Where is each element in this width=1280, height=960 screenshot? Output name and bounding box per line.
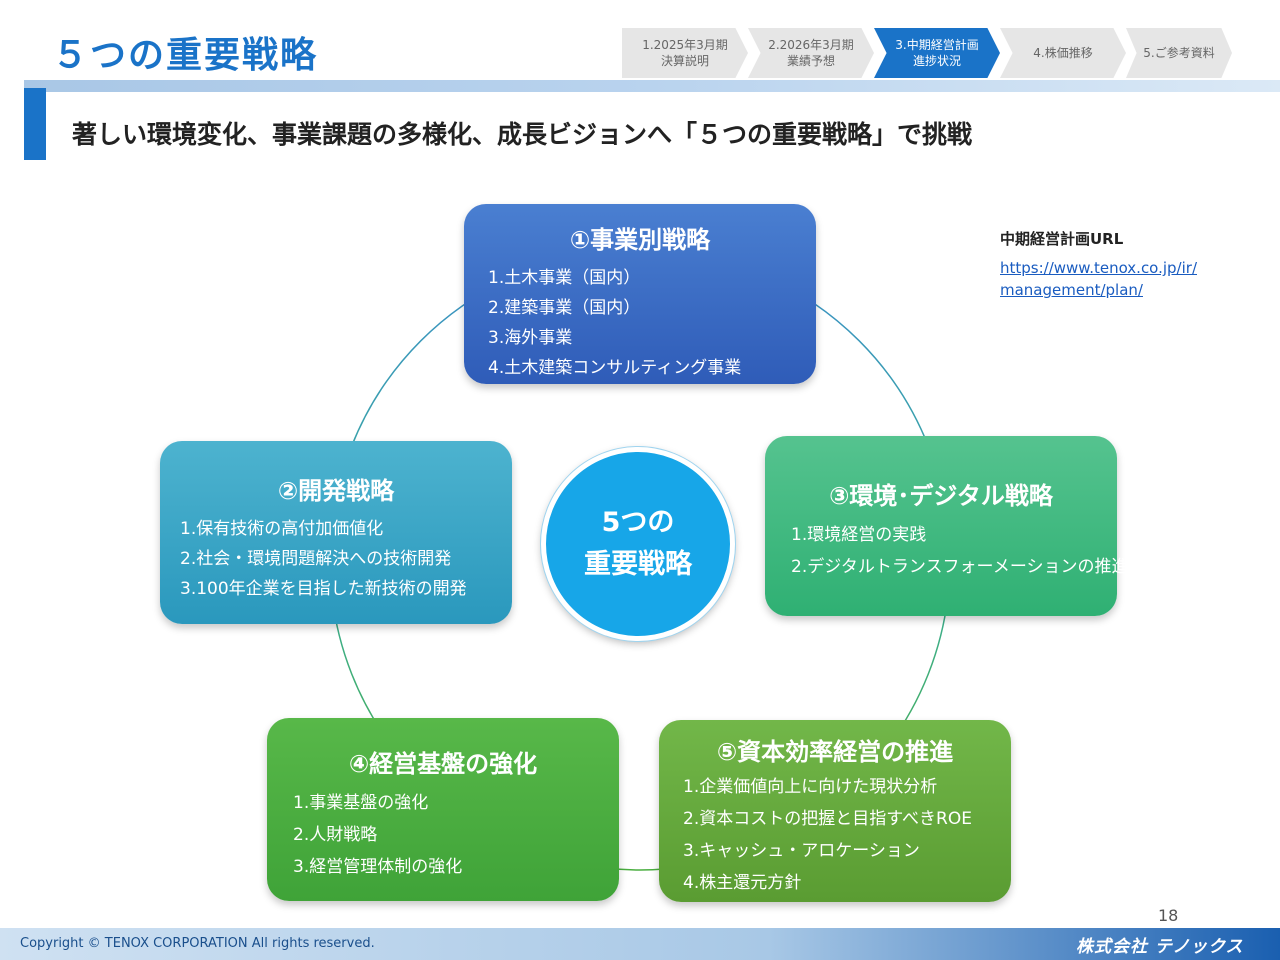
strategy-card-environment-digital: ③環境･デジタル戦略 1.環境経営の実践 2.デジタルトランスフォーメーションの… bbox=[765, 436, 1129, 616]
header-divider-bar bbox=[24, 80, 1280, 92]
nav-tab-label: 3.中期経営計画 bbox=[895, 38, 979, 52]
strategy-item: 1.土木事業（国内） bbox=[488, 268, 641, 288]
strategy-title: ③環境･デジタル戦略 bbox=[829, 482, 1053, 510]
page-number: 18 bbox=[1158, 906, 1179, 925]
nav-tab-label: 5.ご参考資料 bbox=[1143, 46, 1215, 60]
strategy-item: 2.デジタルトランスフォーメーションの推進 bbox=[791, 557, 1129, 577]
page-title: ５つの重要戦略 bbox=[52, 35, 319, 76]
nav-tab-label: 進捗状況 bbox=[912, 54, 961, 68]
strategy-item: 2.社会・環境問題解決への技術開発 bbox=[180, 549, 452, 569]
center-hub-label: 5つの bbox=[601, 507, 675, 538]
strategy-item: 1.事業基盤の強化 bbox=[293, 793, 429, 813]
strategy-items: 1.環境経営の実践 2.デジタルトランスフォーメーションの推進 bbox=[765, 519, 1129, 583]
nav-tab-label: 決算説明 bbox=[660, 54, 709, 68]
nav-tab-stock-price[interactable]: 4.株価推移 bbox=[1000, 28, 1126, 78]
strategy-card-business: ①事業別戦略 1.土木事業（国内） 2.建築事業（国内） 3.海外事業 4.土木… bbox=[464, 204, 816, 384]
strategy-items: 1.保有技術の高付加価値化 2.社会・環境問題解決への技術開発 3.100年企業… bbox=[160, 514, 512, 604]
center-hub-circle: 5つの 重要戦略 bbox=[541, 447, 735, 641]
strategy-item: 4.株主還元方針 bbox=[683, 873, 802, 893]
footer-bar bbox=[0, 928, 1280, 960]
nav-tab-forecast[interactable]: 2.2026年3月期 業績予想 bbox=[748, 28, 874, 78]
plan-url-link-line1[interactable]: https://www.tenox.co.jp/ir/ bbox=[1000, 259, 1197, 277]
section-nav: 1.2025年3月期 決算説明 2.2026年3月期 業績予想 3.中期経営計画… bbox=[622, 28, 1232, 78]
nav-tab-label: 1.2025年3月期 bbox=[642, 38, 728, 52]
subtitle-accent-bar bbox=[24, 88, 46, 160]
nav-tab-midterm-plan[interactable]: 3.中期経営計画 進捗状況 bbox=[874, 28, 1000, 78]
strategy-item: 1.環境経営の実践 bbox=[791, 525, 927, 545]
strategy-title: ①事業別戦略 bbox=[569, 226, 711, 254]
copyright-text: Copyright © TENOX CORPORATION All rights… bbox=[20, 936, 375, 951]
nav-tab-label: 業績予想 bbox=[786, 54, 835, 68]
nav-tab-label: 2.2026年3月期 bbox=[768, 38, 854, 52]
strategy-item: 3.経営管理体制の強化 bbox=[293, 857, 463, 877]
plan-url-label: 中期経営計画URL bbox=[1000, 230, 1124, 248]
center-hub-label: 重要戦略 bbox=[584, 549, 692, 580]
strategy-card-capital-efficiency: ⑤資本効率経営の推進 1.企業価値向上に向けた現状分析 2.資本コストの把握と目… bbox=[659, 720, 1011, 902]
strategy-card-management-foundation: ④経営基盤の強化 1.事業基盤の強化 2.人財戦略 3.経営管理体制の強化 bbox=[267, 718, 619, 901]
page-subtitle: 著しい環境変化、事業課題の多様化、成長ビジョンへ「５つの重要戦略」で挑戦 bbox=[72, 120, 973, 149]
strategy-items: 1.土木事業（国内） 2.建築事業（国内） 3.海外事業 4.土木建築コンサルテ… bbox=[464, 263, 816, 383]
strategy-items: 1.事業基盤の強化 2.人財戦略 3.経営管理体制の強化 bbox=[267, 787, 619, 883]
strategy-title: ④経営基盤の強化 bbox=[348, 750, 538, 778]
nav-tab-results[interactable]: 1.2025年3月期 決算説明 bbox=[622, 28, 748, 78]
strategy-item: 2.人財戦略 bbox=[293, 825, 378, 845]
nav-tab-reference[interactable]: 5.ご参考資料 bbox=[1126, 28, 1232, 78]
strategy-item: 1.企業価値向上に向けた現状分析 bbox=[683, 777, 938, 797]
strategy-item: 2.資本コストの把握と目指すべきROE bbox=[683, 809, 972, 829]
strategy-item: 3.キャッシュ・アロケーション bbox=[683, 841, 920, 861]
strategy-item: 3.海外事業 bbox=[488, 328, 573, 348]
company-logo: 株式会社 テノックス bbox=[1076, 937, 1244, 957]
strategy-title: ⑤資本効率経営の推進 bbox=[716, 738, 954, 766]
strategy-card-development: ②開発戦略 1.保有技術の高付加価値化 2.社会・環境問題解決への技術開発 3.… bbox=[160, 441, 512, 624]
plan-url-block: 中期経営計画URL https://www.tenox.co.jp/ir/ ma… bbox=[1000, 228, 1197, 301]
strategy-item: 3.100年企業を目指した新技術の開発 bbox=[180, 579, 467, 599]
strategy-items: 1.企業価値向上に向けた現状分析 2.資本コストの把握と目指すべきROE 3.キ… bbox=[659, 771, 1011, 899]
strategy-item: 2.建築事業（国内） bbox=[488, 298, 641, 318]
strategy-item: 4.土木建築コンサルティング事業 bbox=[488, 358, 742, 378]
plan-url-link-line2[interactable]: management/plan/ bbox=[1000, 281, 1143, 299]
strategy-item: 1.保有技術の高付加価値化 bbox=[180, 519, 384, 539]
nav-tab-label: 4.株価推移 bbox=[1033, 46, 1093, 60]
strategy-title: ②開発戦略 bbox=[277, 477, 395, 505]
